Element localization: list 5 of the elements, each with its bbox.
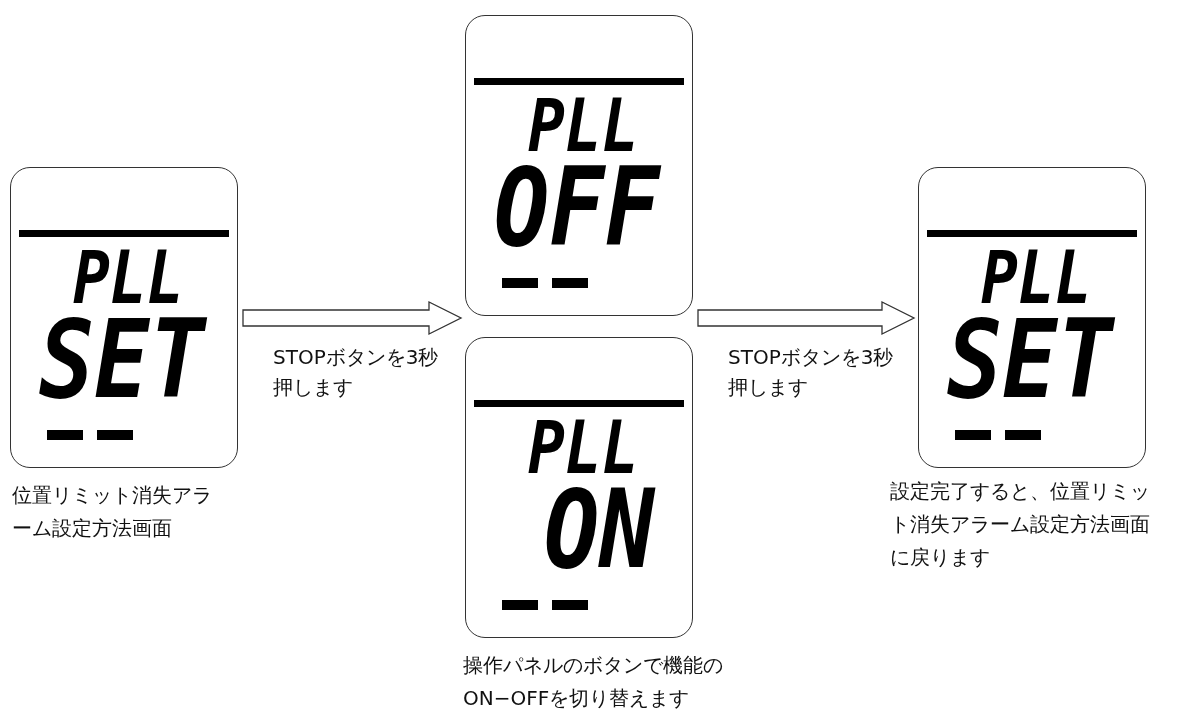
screen-caption: 操作パネルのボタンで機能のON−OFFを切り替えます: [463, 652, 724, 711]
block-arrow: [697, 300, 916, 336]
block-arrow: [242, 300, 463, 336]
screen-caption: 設定完了すると、位置リミット消失アラーム設定方法画面に戻ります: [890, 478, 1151, 571]
screen-caption: 位置リミット消失アラーム設定方法画面: [12, 482, 213, 542]
